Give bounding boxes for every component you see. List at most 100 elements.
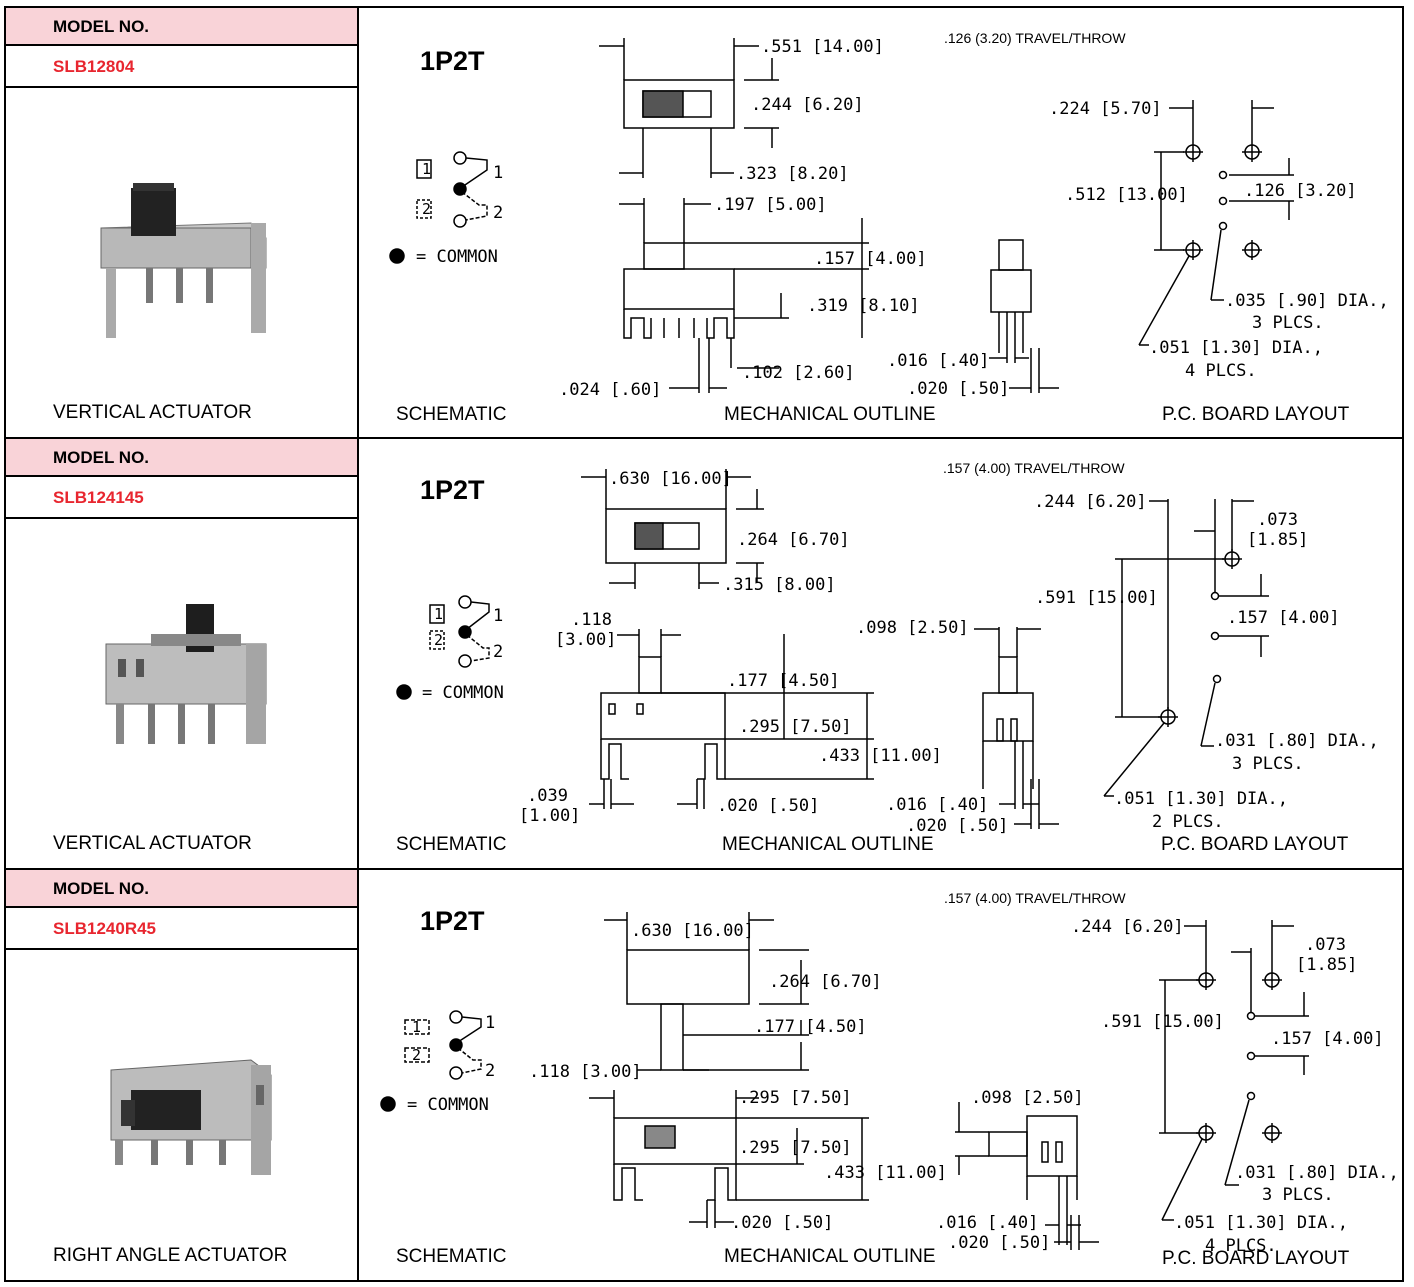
pin-1: 1 xyxy=(493,163,503,183)
drawing-panel-3: 1P2T .157 (4.00) TRAVEL/THROW SCHEMATIC … xyxy=(359,870,1402,1282)
pcb-dim-b: .512 [13.00] xyxy=(1065,185,1188,205)
pcb-dim-a: .244 [6.20] xyxy=(1034,492,1147,512)
model-info-3: MODEL NO. SLB1240R45 RIGHT ANGLE ACTUATO… xyxy=(6,870,359,1282)
pcb-dim-e2: [1.85] xyxy=(1296,955,1357,975)
dim-height: .264 [6.70] xyxy=(769,972,882,992)
dim-pin-a: .039 xyxy=(527,786,568,806)
dim-side-b: .020 [.50] xyxy=(948,1233,1050,1253)
pin-2: 2 xyxy=(493,203,503,223)
common-legend: = COMMON xyxy=(422,683,504,703)
svg-text:2: 2 xyxy=(422,200,431,218)
dim-side-b: .020 [.50] xyxy=(906,816,1008,836)
dim-knob-b: [3.00] xyxy=(555,630,616,650)
top-view xyxy=(581,469,764,589)
actuator-type: VERTICAL ACTUATOR xyxy=(53,833,252,854)
model-label: MODEL NO. xyxy=(6,8,357,46)
svg-text:2: 2 xyxy=(412,1046,421,1064)
pole-config: 1P2T xyxy=(420,46,485,76)
dim-total-h: .433 [11.00] xyxy=(824,1163,947,1183)
svg-text:1: 1 xyxy=(422,160,431,178)
pcb-label: P.C. BOARD LAYOUT xyxy=(1162,1248,1350,1269)
pole-config: 1P2T xyxy=(420,906,485,936)
dim-height: .244 [6.20] xyxy=(751,95,864,115)
side-view xyxy=(955,1102,1099,1250)
pcb-dim-d1b: 3 PLCS. xyxy=(1262,1185,1334,1205)
dim-body-h: .295 [7.50] xyxy=(739,717,852,737)
dim-side-top: .098 [2.50] xyxy=(971,1088,1084,1108)
pin-2: 2 xyxy=(485,1061,495,1081)
pcb-dim-d1b: 3 PLCS. xyxy=(1232,754,1304,774)
dim-width: .630 [16.00] xyxy=(609,469,732,489)
travel-throw: .126 (3.20) TRAVEL/THROW xyxy=(944,30,1126,46)
dim-body-w: .295 [7.50] xyxy=(739,1088,852,1108)
dim-body-h: .319 [8.10] xyxy=(807,296,920,316)
schematic-diagram xyxy=(396,595,490,700)
outline-label: MECHANICAL OUTLINE xyxy=(722,834,934,855)
actuator-type: RIGHT ANGLE ACTUATOR xyxy=(53,1245,288,1266)
pcb-dim-e1: .073 xyxy=(1305,935,1346,955)
dim-body-h: .295 [7.50] xyxy=(739,1138,852,1158)
pcb-dim-c: .126 [3.20] xyxy=(1244,181,1357,201)
pcb-dim-a: .224 [5.70] xyxy=(1049,99,1162,119)
schematic-label: SCHEMATIC xyxy=(396,834,507,855)
pin-1: 1 xyxy=(485,1013,495,1033)
dim-width: .630 [16.00] xyxy=(631,921,754,941)
dim-height: .264 [6.70] xyxy=(737,530,850,550)
pcb-dim-d2b: 4 PLCS. xyxy=(1205,1236,1277,1256)
schematic-diagram xyxy=(389,151,488,264)
pcb-dim-a: .244 [6.20] xyxy=(1071,917,1184,937)
dim-pin-w: .020 [.50] xyxy=(731,1213,833,1233)
pcb-dim-d2: .051 [1.30] DIA., xyxy=(1174,1213,1348,1233)
schematic-diagram xyxy=(380,1010,482,1112)
pcb-dim-d1: .031 [.80] DIA., xyxy=(1215,731,1379,751)
svg-text:2: 2 xyxy=(434,631,443,649)
pole-config: 1P2T xyxy=(420,475,485,505)
model-label: MODEL NO. xyxy=(6,439,357,477)
dim-knob: .118 [3.00] xyxy=(529,1062,642,1082)
model-row-3: MODEL NO. SLB1240R45 RIGHT ANGLE ACTUATO… xyxy=(6,870,1402,1282)
pcb-dim-d1: .035 [.90] DIA., xyxy=(1225,291,1389,311)
drawing-3: 1 2 1 2 = COMMON .630 [16.00] .264 xyxy=(380,912,1399,1256)
model-row-2: MODEL NO. SLB124145 VERTICAL ACTUATOR 1P… xyxy=(6,439,1402,870)
pcb-dim-b: .591 [15.00] xyxy=(1035,588,1158,608)
front-view xyxy=(619,198,869,393)
drawing-1: 1 2 1 2 = COMMON .551 [14.00] xyxy=(389,37,1389,400)
pcb-dim-e2: [1.85] xyxy=(1247,530,1308,550)
pcb-dim-d1: .031 [.80] DIA., xyxy=(1235,1163,1399,1183)
datasheet: MODEL NO. SLB12804 VERTICAL ACTUATOR 1P2… xyxy=(4,6,1404,1282)
pcb-dim-b: .591 [15.00] xyxy=(1101,1012,1224,1032)
dim-knob-a: .118 xyxy=(571,610,612,630)
pcb-layout xyxy=(1138,100,1294,346)
side-view xyxy=(974,627,1059,829)
dim-side-b: .020 [.50] xyxy=(907,379,1009,399)
pcb-label: P.C. BOARD LAYOUT xyxy=(1161,834,1349,855)
front-view xyxy=(589,1090,869,1228)
schematic-label: SCHEMATIC xyxy=(396,404,507,425)
pcb-dim-c: .157 [4.00] xyxy=(1227,608,1340,628)
pin-2: 2 xyxy=(493,642,503,662)
switch-photo xyxy=(110,1059,272,1175)
top-view xyxy=(604,912,809,1071)
model-row-1: MODEL NO. SLB12804 VERTICAL ACTUATOR 1P2… xyxy=(6,8,1402,439)
model-info-1: MODEL NO. SLB12804 VERTICAL ACTUATOR xyxy=(6,8,359,437)
model-number: SLB12804 xyxy=(6,46,357,88)
dim-slot: .315 [8.00] xyxy=(723,575,836,595)
travel-throw: .157 (4.00) TRAVEL/THROW xyxy=(943,460,1125,476)
switch-photo xyxy=(105,604,267,744)
outline-label: MECHANICAL OUTLINE xyxy=(724,1246,936,1267)
pcb-dim-d2b: 4 PLCS. xyxy=(1185,361,1257,381)
pcb-dim-d1b: 3 PLCS. xyxy=(1252,313,1324,333)
svg-text:1: 1 xyxy=(434,605,443,623)
drawing-2: 1 2 1 2 = COMMON .630 [16.00] .264 xyxy=(396,469,1379,836)
model-number: SLB1240R45 xyxy=(6,908,357,950)
svg-text:1: 1 xyxy=(412,1018,421,1036)
dim-pin-b: [1.00] xyxy=(519,806,580,826)
top-view xyxy=(599,38,779,178)
actuator-type: VERTICAL ACTUATOR xyxy=(53,402,252,423)
side-view xyxy=(989,239,1059,393)
dim-slot: .323 [8.20] xyxy=(736,164,849,184)
pcb-label: P.C. BOARD LAYOUT xyxy=(1162,404,1350,425)
pcb-dim-d2b: 2 PLCS. xyxy=(1152,812,1224,832)
dim-side-a: .016 [.40] xyxy=(887,351,989,371)
pcb-dim-c: .157 [4.00] xyxy=(1271,1029,1384,1049)
